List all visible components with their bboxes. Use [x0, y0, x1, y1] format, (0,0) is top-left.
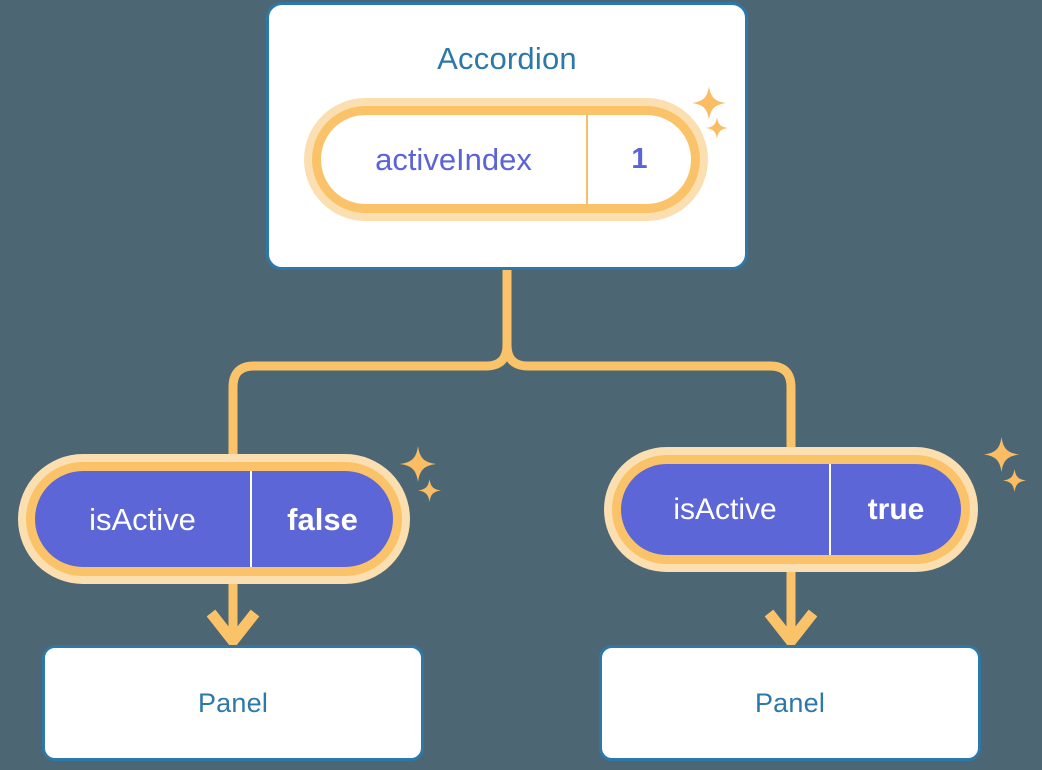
state-pill-key: activeIndex	[375, 142, 532, 177]
state-pill-divider	[250, 471, 252, 567]
state-pill-value: 1	[631, 143, 648, 175]
panel-title: Panel	[754, 687, 826, 718]
panel-title: Panel	[197, 687, 269, 718]
sparkle-icon-left-small	[418, 479, 441, 502]
panel-right[interactable]: Panel	[599, 645, 981, 761]
wire-root-to-right	[502, 265, 796, 460]
arrow-down-icon-right	[764, 564, 818, 650]
state-pill-divider	[586, 115, 588, 204]
state-pill-value: false	[287, 501, 358, 537]
state-pill-activeindex[interactable]: activeIndex 1	[312, 106, 700, 213]
page-title: Accordion	[437, 41, 577, 76]
state-pill-isactive-true[interactable]: isActive true	[612, 455, 970, 564]
sparkle-icon-right-small	[1003, 469, 1026, 492]
panel-left[interactable]: Panel	[42, 645, 424, 761]
sparkle-icon-left-large	[400, 446, 436, 482]
wire-root-to-left	[228, 265, 512, 467]
state-pill-isactive-false[interactable]: isActive false	[26, 462, 402, 576]
state-pill-divider	[829, 464, 831, 555]
state-pill-value: true	[867, 492, 925, 526]
sparkle-icon-right-large	[984, 437, 1019, 472]
state-pill-key: isActive	[89, 501, 196, 537]
state-pill-key: isActive	[673, 492, 777, 526]
arrow-down-icon-left	[206, 576, 260, 650]
